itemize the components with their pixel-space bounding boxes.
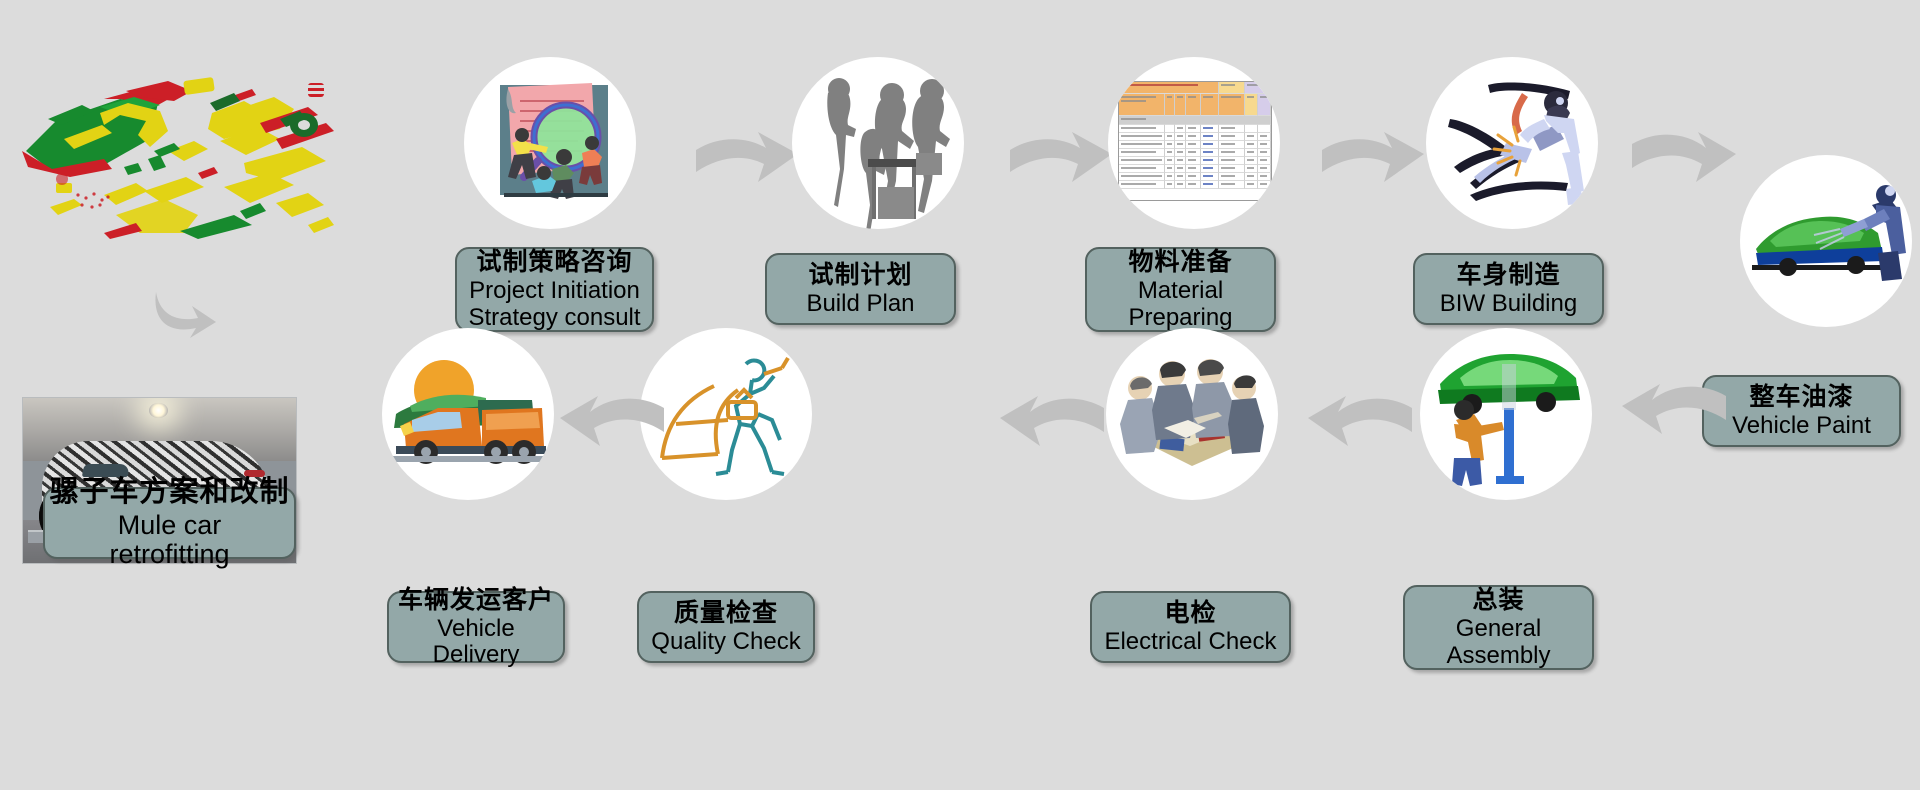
photo-window: [82, 463, 131, 477]
arrow-initiation-to-plan: [694, 120, 804, 210]
label-cn: 车辆发运客户: [398, 585, 555, 614]
label-en: BIW Building: [1439, 289, 1578, 317]
label-en: Build Plan: [806, 289, 915, 317]
page-title: Vehicle Prototype Build Process Flow: [0, 188, 1, 189]
arrow-assembly-to-electrical: [1304, 380, 1414, 470]
arrow-paint-to-assembly: [1618, 372, 1728, 468]
icon-build-plan: [792, 57, 964, 229]
label-en: Project Initiation Strategy consult: [468, 277, 641, 331]
label-cn: 质量检查: [673, 598, 778, 627]
icon-electrical-check: [1106, 328, 1278, 500]
arrow-electrical-to-quality: [996, 380, 1106, 470]
icon-quality-check: [640, 328, 812, 500]
label-project-initiation[interactable]: 试制策略咨询 Project Initiation Strategy consu…: [455, 247, 654, 332]
label-quality-check[interactable]: 质量检查 Quality Check: [637, 591, 815, 663]
icon-biw-building: [1426, 57, 1598, 229]
label-biw-building[interactable]: 车身制造 BIW Building: [1413, 253, 1604, 325]
label-material-preparing[interactable]: 物料准备 Material Preparing: [1085, 247, 1276, 332]
label-cn: 试制计划: [808, 260, 913, 289]
label-electrical-check[interactable]: 电检 Electrical Check: [1090, 591, 1291, 663]
arrow-material-to-biw: [1320, 120, 1430, 210]
label-cn: 骡子车方案和改制: [49, 476, 290, 508]
photo-taillight: [243, 469, 265, 477]
label-en: Material Preparing: [1128, 277, 1233, 331]
label-en: Mule car retrofitting: [109, 509, 230, 570]
label-cn: 物料准备: [1128, 248, 1233, 277]
label-cn: 车身制造: [1456, 260, 1561, 289]
arrow-biw-to-paint: [1630, 118, 1740, 218]
label-general-assembly[interactable]: 总装 General Assembly: [1403, 585, 1594, 670]
label-cn: 总装: [1472, 586, 1525, 615]
label-cn: 试制策略咨询: [476, 248, 633, 277]
arrow-cad-to-mule: [148, 288, 218, 350]
arrow-plan-to-material: [1008, 120, 1118, 210]
label-build-plan[interactable]: 试制计划 Build Plan: [765, 253, 956, 325]
label-en: Vehicle Delivery: [432, 614, 520, 668]
icon-project-initiation: [464, 57, 636, 229]
icon-vehicle-delivery: [382, 328, 554, 500]
label-vehicle-delivery[interactable]: 车辆发运客户 Vehicle Delivery: [387, 586, 565, 668]
arrow-quality-to-delivery: [556, 380, 666, 470]
label-en: Electrical Check: [1104, 627, 1277, 655]
exploded-cad-view: [8, 55, 338, 240]
label-vehicle-paint[interactable]: 整车油漆 Vehicle Paint: [1702, 375, 1901, 447]
icon-material-preparing: [1108, 57, 1280, 229]
label-en: Quality Check: [651, 627, 801, 655]
icon-general-assembly: [1420, 328, 1592, 500]
label-cn: 电检: [1164, 598, 1217, 627]
icon-vehicle-paint: [1740, 155, 1912, 327]
label-mule-car-retrofitting[interactable]: 骡子车方案和改制 Mule car retrofitting: [43, 476, 296, 569]
photo-lamp: [148, 402, 168, 418]
label-en: General Assembly: [1446, 615, 1551, 669]
spreadsheet-bom-icon: [1118, 81, 1272, 201]
label-cn: 整车油漆: [1749, 382, 1854, 411]
label-en: Vehicle Paint: [1732, 411, 1871, 439]
